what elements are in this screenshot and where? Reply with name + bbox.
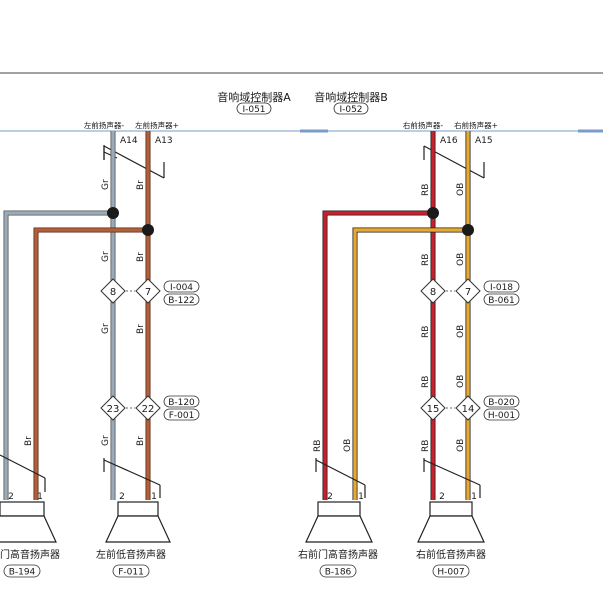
- connector-c1-code-top: I-004: [170, 283, 193, 293]
- wire-label-gr-3: Gr: [101, 323, 111, 334]
- module-a-name: 音响域控制器A: [217, 90, 291, 104]
- speaker-rf-tweeter-pin2: 2: [327, 492, 333, 502]
- connector-c2-code-bottom: F-001: [169, 411, 195, 421]
- wire-rf-red-branch: [322, 210, 433, 500]
- harness-slash-lf-woofer: [103, 459, 161, 486]
- connector-c4-code-top: B-020: [488, 398, 515, 408]
- speaker-lf-tweeter-pin1: 1: [37, 492, 43, 502]
- speaker-lf-tweeter-code: B-194: [9, 568, 36, 578]
- connector-c1: 8 7 I-004 B-122: [100, 278, 200, 306]
- connector-c1-code-bottom: B-122: [168, 296, 195, 306]
- speaker-rf-woofer-pin1: 1: [471, 492, 477, 502]
- speaker-lf-woofer-code: F-011: [118, 568, 144, 578]
- connector-c2-pin-left: 23: [107, 404, 120, 415]
- splice-rf-orange: [462, 224, 474, 236]
- connector-c3-pin-right: 7: [465, 287, 471, 298]
- speaker-lf-woofer-pin2: 2: [119, 492, 125, 502]
- pin-label-rf-plus: 右前扬声器+: [454, 120, 498, 130]
- speaker-lf-tweeter-pin2: 2: [8, 492, 14, 502]
- wire-label-br-2: Br: [136, 252, 146, 262]
- wire-label-ob-5: OB: [456, 439, 466, 452]
- wire-label-br-1: Br: [136, 180, 146, 190]
- connector-c4-pin-left: 15: [427, 404, 440, 415]
- speaker-rf-tweeter-code: B-186: [325, 568, 352, 578]
- pin-a14: A14: [120, 136, 138, 146]
- module-b-code: I-052: [339, 105, 362, 115]
- speaker-rf-tweeter-name: 右前门高音扬声器: [298, 548, 378, 561]
- pin-label-rf-minus: 右前扬声器-: [403, 120, 443, 130]
- wire-label-rb-1: RB: [421, 184, 431, 196]
- wire-label-gr-1: Gr: [101, 179, 111, 190]
- connector-c4-code-bottom: H-001: [488, 411, 515, 421]
- pin-a13: A13: [155, 136, 173, 146]
- wire-label-gr-4: Gr: [101, 435, 111, 446]
- speaker-rf-tweeter: 2 1 右前门高音扬声器 B-186: [298, 492, 378, 578]
- module-b-name: 音响域控制器B: [314, 90, 388, 104]
- connector-c4: 15 14 B-020 H-001: [420, 395, 520, 421]
- wire-label-br-3: Br: [136, 324, 146, 334]
- wire-label-ob-1: OB: [456, 183, 466, 196]
- connector-c3-pin-left: 8: [430, 287, 436, 298]
- wire-label-br-5: Br: [24, 436, 34, 446]
- connector-c2-code-top: B-120: [168, 398, 195, 408]
- harness-slash-lf-tweeter: [0, 454, 46, 479]
- connector-c1-pin-right: 7: [145, 287, 151, 298]
- speaker-rf-woofer-name: 右前低音扬声器: [416, 548, 486, 561]
- module-a-code-badge: I-051: [236, 102, 272, 115]
- splice-rf-red: [427, 207, 439, 219]
- pin-a15: A15: [475, 136, 493, 146]
- wire-label-rb-6: RB: [313, 440, 323, 452]
- speaker-rf-woofer-code: H-007: [437, 568, 464, 578]
- speaker-lf-woofer-name: 左前低音扬声器: [96, 548, 166, 561]
- speaker-rf-tweeter-pin1: 1: [358, 492, 364, 502]
- wire-label-ob-6: OB: [343, 439, 353, 452]
- speaker-lf-woofer: 2 1 左前低音扬声器 F-011: [96, 492, 171, 578]
- speaker-rf-woofer-pin2: 2: [439, 492, 445, 502]
- pin-label-lf-minus: 左前扬声器-: [84, 120, 124, 130]
- connector-c2-pin-right: 22: [142, 404, 155, 415]
- module-a-code: I-051: [242, 105, 265, 115]
- connector-c4-pin-right: 14: [462, 404, 475, 415]
- splice-lf-gray: [107, 207, 119, 219]
- wire-label-rb-5: RB: [421, 440, 431, 452]
- connector-c3-code-top: I-018: [490, 283, 513, 293]
- module-b-code-badge: I-052: [333, 102, 369, 115]
- splice-lf-brown: [142, 224, 154, 236]
- wire-label-rb-4: RB: [421, 376, 431, 388]
- pin-label-lf-plus: 左前扬声器+: [135, 120, 179, 130]
- wire-label-rb-3: RB: [421, 326, 431, 338]
- wire-lf-brown-branch: [33, 227, 148, 500]
- speaker-lf-woofer-pin1: 1: [151, 492, 157, 502]
- connector-c3: 8 7 I-018 B-061: [420, 278, 520, 306]
- wire-label-rb-2: RB: [421, 254, 431, 266]
- connector-c2: 23 22 B-120 F-001: [100, 395, 200, 421]
- pin-a16: A16: [440, 136, 458, 146]
- wire-label-ob-2: OB: [456, 253, 466, 266]
- connector-c1-pin-left: 8: [110, 287, 116, 298]
- wire-label-br-4: Br: [136, 436, 146, 446]
- wire-label-ob-3: OB: [456, 325, 466, 338]
- connector-c3-code-bottom: B-061: [488, 296, 515, 306]
- speaker-lf-tweeter-name: 门高音扬声器: [0, 548, 60, 561]
- wire-label-gr-2: Gr: [101, 251, 111, 262]
- wire-lf-gray-branch: [3, 210, 113, 500]
- harness-slash-rf-tweeter: [315, 459, 366, 486]
- wire-label-ob-4: OB: [456, 375, 466, 388]
- speaker-rf-woofer: 2 1 右前低音扬声器 H-007: [416, 492, 486, 578]
- speaker-lf-tweeter: 2 1 门高音扬声器 B-194: [0, 492, 60, 578]
- wire-rf-orange-branch: [352, 227, 468, 500]
- harness-slash-rf-woofer: [423, 459, 481, 486]
